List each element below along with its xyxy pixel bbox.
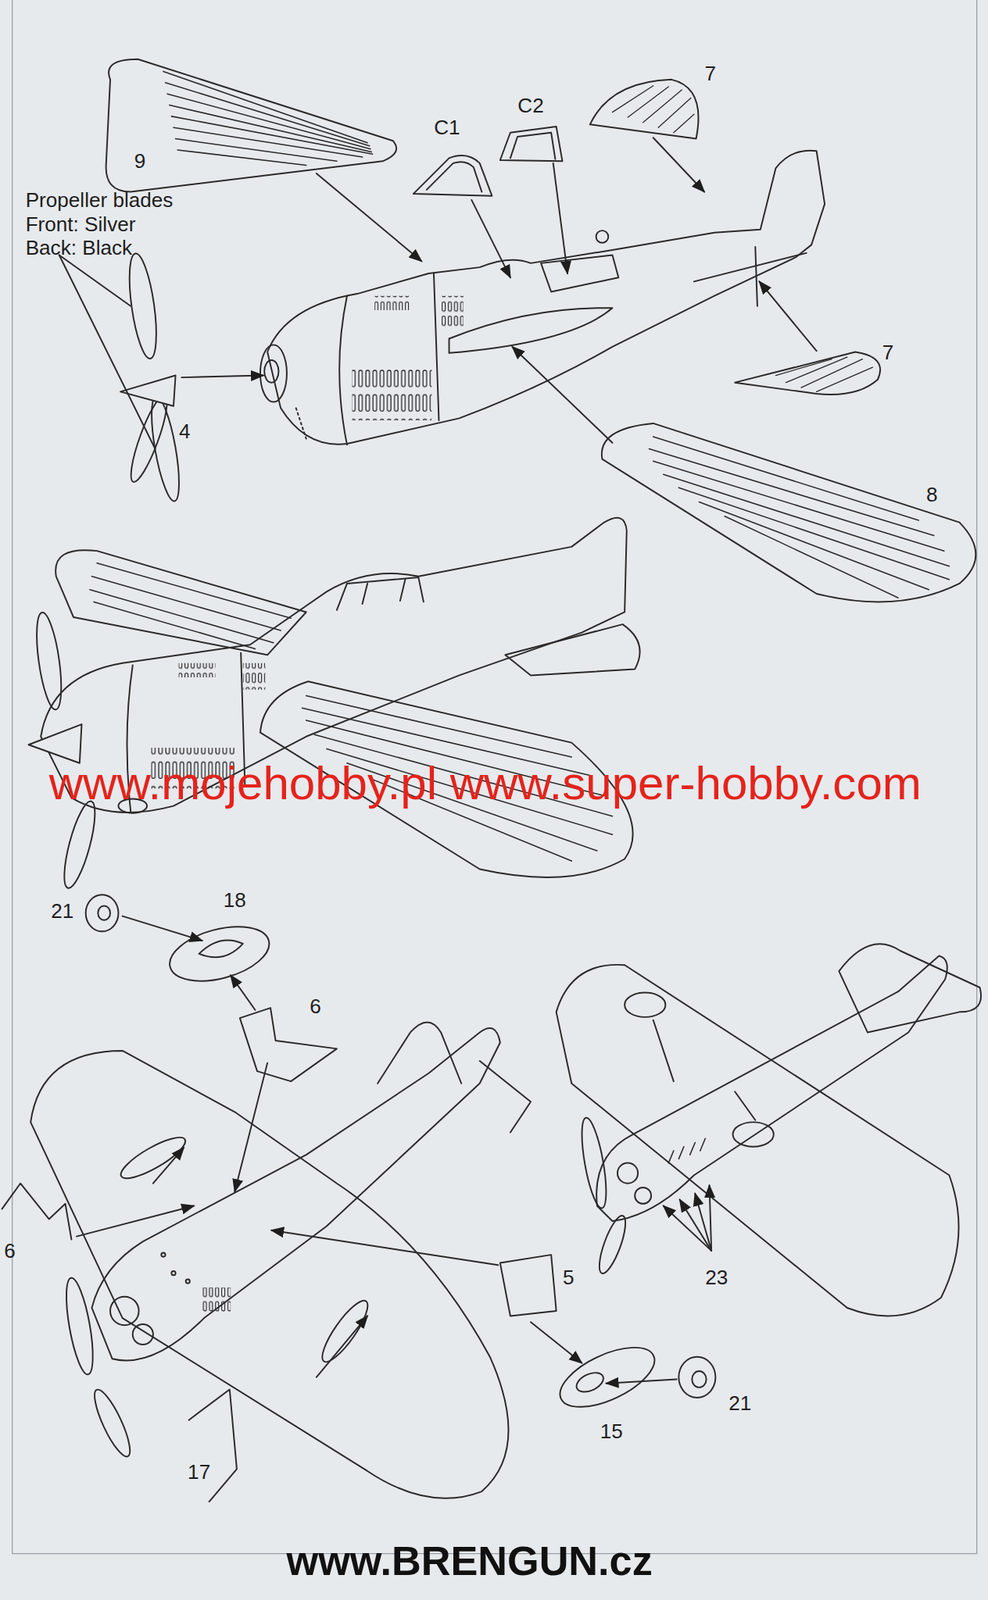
callout-number: 17	[187, 1461, 211, 1485]
callout-number: 15	[600, 1421, 623, 1444]
paint-note: Propeller blades	[25, 189, 174, 212]
callout-number: 8	[926, 483, 938, 507]
callout-number: 4	[178, 420, 191, 444]
callout-number: 21	[728, 1392, 752, 1415]
callout-number: C1	[433, 116, 460, 140]
callout-number: 23	[705, 1266, 728, 1289]
callout-number: 5	[562, 1266, 575, 1289]
paint-note: Back: Black	[25, 236, 133, 260]
callout-number: C2	[517, 93, 544, 117]
callout-number: 9	[134, 150, 147, 173]
paint-note: Front: Silver	[25, 213, 137, 237]
website-footer: www.BRENGUN.cz	[286, 1539, 653, 1584]
callout-number: 21	[50, 900, 74, 924]
callout-number: 6	[3, 1240, 16, 1264]
callout-number: 6	[309, 995, 322, 1018]
callout-number: 18	[223, 888, 247, 912]
callout-number: 7	[882, 340, 895, 364]
callout-number: 7	[705, 62, 717, 86]
watermark: www.mojehobby.pl www.super-hobby.com	[49, 758, 922, 810]
